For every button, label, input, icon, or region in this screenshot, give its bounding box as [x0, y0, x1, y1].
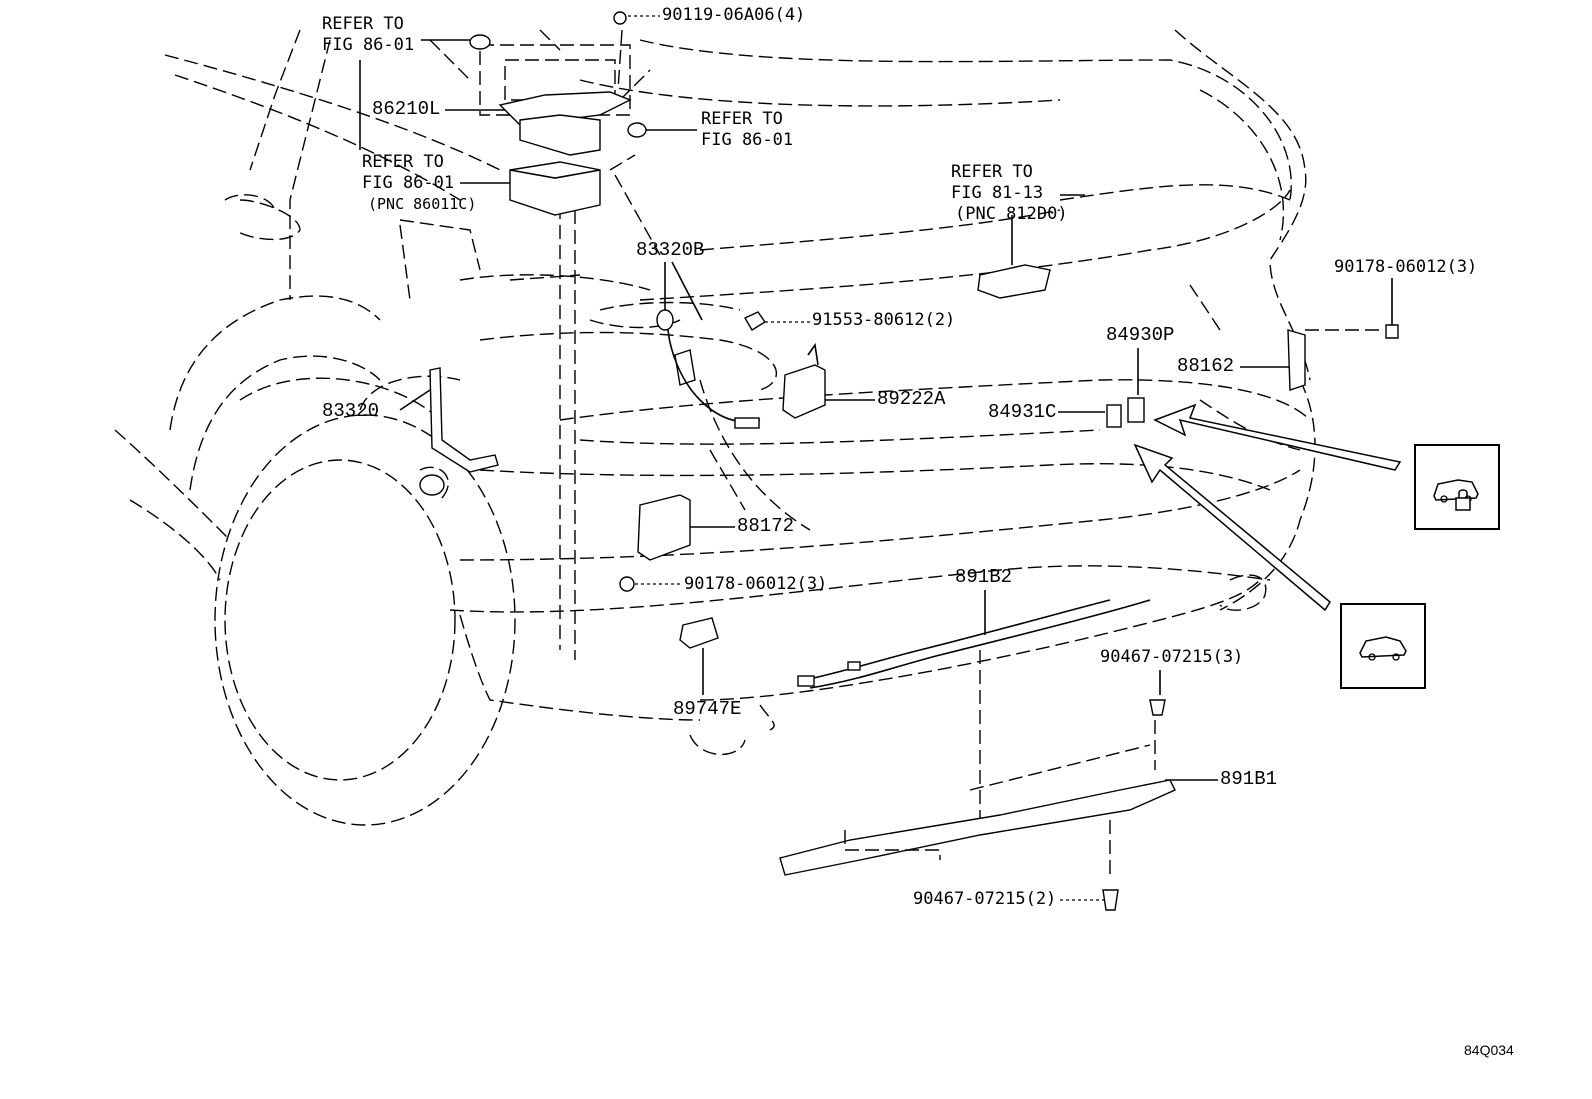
- ref-81-13-line2: FIG 81-13: [951, 183, 1044, 203]
- leader-lines: [359, 15, 1393, 901]
- vehicle-lock-icon: [1433, 479, 1479, 511]
- vehicle-icon: [1359, 636, 1407, 661]
- part-90178-nut-a: [1385, 324, 1399, 339]
- part-label-88162: 88162: [1177, 355, 1235, 377]
- rear-wheel-outline: [214, 377, 516, 826]
- part-label-84931C: 84931C: [988, 401, 1057, 423]
- part-label-84930P: 84930P: [1106, 324, 1175, 346]
- ref-86-01-c-line1: REFER TO: [362, 152, 444, 172]
- part-label-90467-a: 90467-07215(3): [1100, 647, 1244, 667]
- vehicle-lock-icon-box: [1414, 444, 1500, 530]
- part-891B1-bracket: [779, 744, 1176, 876]
- part-label-891B1: 891B1: [1220, 768, 1278, 790]
- vehicle-icon-box: [1340, 603, 1426, 689]
- part-label-891B2: 891B2: [955, 566, 1013, 588]
- figure-id: 84Q034: [1464, 1042, 1514, 1058]
- view-arrow-lower: [1133, 443, 1331, 612]
- part-891B2-harness: [797, 599, 1151, 689]
- part-label-83320: 83320: [322, 400, 380, 422]
- part-label-91553: 91553-80612(2): [812, 310, 956, 330]
- part-86210L-bracket: [469, 11, 647, 156]
- part-89747E-sensor: [679, 617, 719, 649]
- part-label-83320B: 83320B: [636, 239, 705, 261]
- ref-86-01-b-line2: FIG 86-01: [701, 130, 794, 150]
- part-83320-rod: [419, 367, 499, 496]
- part-label-88172: 88172: [737, 515, 795, 537]
- part-89222A-ecu: [782, 342, 826, 419]
- part-88172-module: [637, 494, 691, 561]
- ref-86-01-a-line2: FIG 86-01: [322, 35, 415, 55]
- vehicle-body-outline: [114, 29, 1316, 756]
- part-86011C-module: [509, 161, 601, 216]
- part-label-89747E: 89747E: [673, 698, 742, 720]
- view-arrow-upper: [1153, 403, 1402, 471]
- part-label-90467-b: 90467-07215(2): [913, 889, 1057, 909]
- ref-86-01-c-line2: FIG 86-01: [362, 173, 455, 193]
- part-label-90119: 90119-06A06(4): [662, 5, 806, 25]
- part-84931C-switch: [1106, 404, 1122, 428]
- part-90467-clip-b: [1102, 889, 1119, 911]
- ref-86-01-a-line1: REFER TO: [322, 14, 404, 34]
- part-label-90178-a: 90178-06012(3): [1334, 257, 1478, 277]
- part-label-89222A: 89222A: [877, 388, 946, 410]
- ref-86-01-b-line1: REFER TO: [701, 109, 783, 129]
- ref-81-13-line3: (PNC 812D0): [955, 204, 1068, 224]
- part-84930P-switch: [1127, 397, 1145, 423]
- part-90467-clip-a: [1149, 699, 1166, 716]
- ref-81-13-line1: REFER TO: [951, 162, 1033, 182]
- part-label-90178-b: 90178-06012(3): [684, 574, 828, 594]
- part-91553-bolt: [744, 311, 766, 331]
- ref-86-01-c-line3: (PNC 86011C): [368, 195, 477, 213]
- part-label-86210L: 86210L: [372, 98, 441, 120]
- part-812D0-lamp: [977, 264, 1051, 299]
- part-83320B-sensor: [656, 309, 761, 429]
- part-90178-nut-b: [619, 576, 635, 592]
- part-88162-bracket: [1287, 329, 1306, 391]
